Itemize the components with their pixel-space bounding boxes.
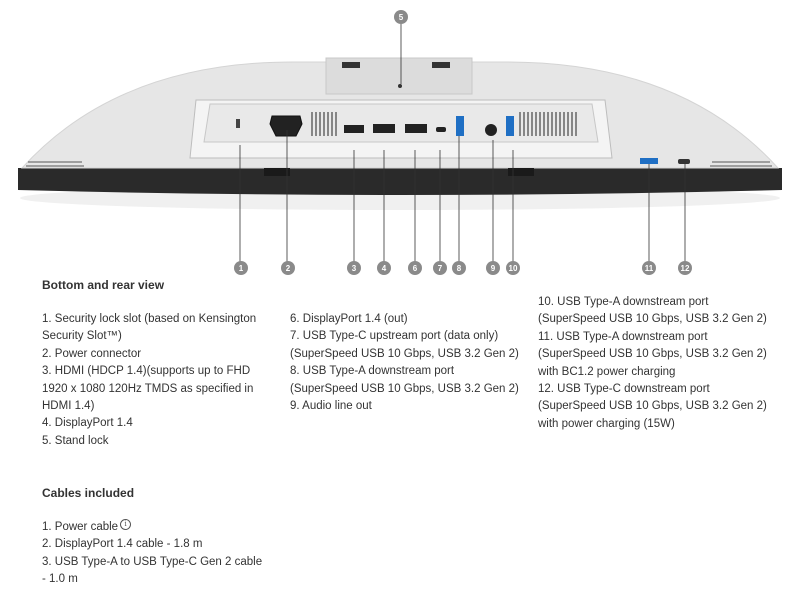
port-dp-in [373, 124, 395, 133]
callout-5: 5 [394, 10, 408, 24]
callout-label: 12 [681, 264, 690, 273]
list-item: 4. DisplayPort 1.4 [42, 417, 133, 430]
power-connector [269, 115, 303, 137]
callout-label: 3 [352, 264, 357, 273]
port-usba-8 [456, 116, 464, 136]
bezel-foot-right [508, 168, 534, 176]
list-item: 2. DisplayPort 1.4 cable - 1.8 m [42, 538, 203, 551]
list-item: 3. USB Type-A to USB Type-C Gen 2 cable … [42, 555, 263, 586]
list-item: 2. Power connector [42, 347, 142, 360]
list-item: 10. USB Type-A downstream port (SuperSpe… [538, 296, 767, 326]
monitor-bezel [18, 168, 782, 195]
list-item: 1. Security lock slot (based on Kensingt… [42, 313, 257, 343]
callout-9: 9 [486, 261, 500, 275]
port-usbc-12 [678, 159, 690, 164]
callout-3: 3 [347, 261, 361, 275]
port-dp-out [405, 124, 427, 133]
callout-2: 2 [281, 261, 295, 275]
section-title-cables: Cables included [42, 486, 135, 500]
security-slot [236, 119, 240, 128]
section-title-bottom-rear: Bottom and rear view [42, 278, 165, 292]
callout-6: 6 [408, 261, 422, 275]
callout-12: 12 [678, 261, 692, 275]
callout-7: 7 [433, 261, 447, 275]
callout-label: 10 [509, 264, 518, 273]
callout-label: 1 [239, 264, 244, 273]
callout-label: 4 [382, 264, 387, 273]
callout-label: 8 [457, 264, 462, 273]
bezel-foot-left [264, 168, 290, 176]
callout-11: 11 [642, 261, 656, 275]
callout-label: 11 [645, 264, 654, 273]
callout-label: 9 [491, 264, 496, 273]
callout-label: 6 [413, 264, 418, 273]
stand-clip-right [432, 62, 450, 68]
port-usba-10 [506, 116, 514, 136]
panel-vents [311, 112, 577, 136]
monitor-rear-figure: 1 2 3 4 5 6 7 8 9 10 11 12 [18, 10, 782, 275]
port-usba-11 [640, 158, 658, 164]
list-item: 5. Stand lock [42, 434, 109, 447]
list-item: 3. HDMI (HDCP 1.4)(supports up to FHD 19… [42, 365, 254, 413]
info-icon[interactable]: i [120, 519, 132, 530]
port-list-col1: 1. Security lock slot (based on Kensingt… [42, 311, 262, 450]
port-usbc-up [436, 127, 446, 132]
callout-label: 2 [286, 264, 291, 273]
port-audio [485, 124, 497, 136]
list-item: 9. Audio line out [290, 400, 372, 413]
list-item: 7. USB Type-C upstream port (data only) … [290, 330, 519, 360]
stand-lock-hole [398, 84, 402, 88]
callout-label: 5 [399, 13, 404, 22]
vent-right [710, 161, 772, 167]
port-hdmi [344, 125, 364, 133]
port-list-col2: 6. DisplayPort 1.4 (out) 7. USB Type-C u… [290, 311, 525, 415]
cable-label: 1. Power cable [42, 521, 119, 533]
list-item: 8. USB Type-A downstream port (SuperSpee… [290, 365, 519, 395]
list-item: 11. USB Type-A downstream port (SuperSpe… [538, 330, 767, 378]
vent-left [26, 161, 84, 167]
list-item: 12. USB Type-C downstream port (SuperSpe… [538, 383, 767, 430]
list-item: 6. DisplayPort 1.4 (out) [290, 313, 408, 325]
callout-8: 8 [452, 261, 466, 275]
callout-1: 1 [234, 261, 248, 275]
callout-10: 10 [506, 261, 520, 275]
port-list-col3: 10. USB Type-A downstream port (SuperSpe… [538, 294, 773, 433]
callout-label: 7 [438, 264, 443, 273]
callout-4: 4 [377, 261, 391, 275]
io-panel [203, 103, 599, 143]
callout-leaders [239, 24, 686, 262]
stand-clip-left [342, 62, 360, 68]
